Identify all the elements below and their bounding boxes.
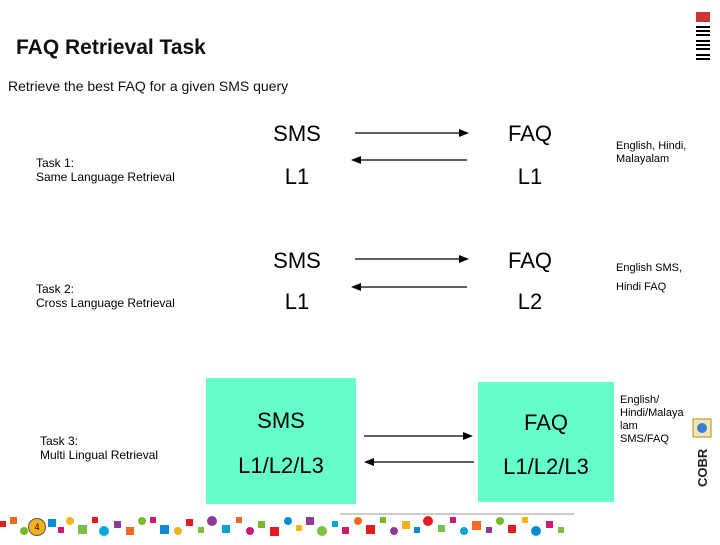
task-1-faq-lang: L1 xyxy=(517,164,543,189)
cobr-logo: COBR xyxy=(694,444,712,488)
task-3-faq-lang: L1/L2/L3 xyxy=(503,454,589,479)
task-3-label: Task 3: Multi Lingual Retrieval xyxy=(40,434,158,462)
task-1-label: Task 1: Same Language Retrieval xyxy=(36,156,175,184)
task-1-title: Same Language Retrieval xyxy=(36,170,175,184)
task-1-arrows xyxy=(351,129,469,164)
ibm-logo xyxy=(694,12,712,64)
task-3-faq-text: FAQ xyxy=(523,410,568,435)
page-number: 4 xyxy=(28,518,46,536)
task-2-note-line1: English SMS, xyxy=(616,262,683,274)
task-3-note-line3: lam xyxy=(620,420,638,432)
task-2-faq-lang: L2 xyxy=(517,289,543,314)
task-3-note: English/ Hindi/Malaya lam SMS/FAQ xyxy=(620,394,684,446)
task-1-languages: English, Hindi, Malayalam xyxy=(616,140,686,166)
task-3-sms-box: SMS L1/L2/L3 xyxy=(206,378,356,504)
task-2-faq-text: FAQ xyxy=(507,248,552,273)
footer-decoration xyxy=(0,513,575,540)
task-3-sms-text: SMS xyxy=(257,408,305,433)
task-3-title: Multi Lingual Retrieval xyxy=(40,448,159,462)
slide-subtitle: Retrieve the best FAQ for a given SMS qu… xyxy=(8,78,289,94)
task-1-number: Task 1: xyxy=(36,156,75,170)
task-3-note-line1: English/ xyxy=(620,394,660,406)
task-2-number: Task 2: xyxy=(36,282,75,296)
task-3-note-line4: SMS/FAQ xyxy=(620,433,669,445)
cobr-emblem-icon xyxy=(692,418,712,438)
task-2-title: Cross Language Retrieval xyxy=(36,296,175,310)
slide-title: FAQ Retrieval Task xyxy=(16,36,206,59)
task-3-faq-box: FAQ L1/L2/L3 xyxy=(478,382,614,502)
task-3-sms-lang: L1/L2/L3 xyxy=(238,453,324,478)
task-1-sms-text: SMS xyxy=(273,121,321,146)
task-2-label: Task 2: Cross Language Retrieval xyxy=(36,282,175,310)
task-2-sms-lang: L1 xyxy=(284,289,310,314)
task-2-note-line2: Hindi FAQ xyxy=(616,281,667,293)
task-1-languages-line2: Malayalam xyxy=(616,153,670,165)
task-3-arrows xyxy=(364,432,474,466)
task-1-sms-lang: L1 xyxy=(284,164,310,189)
task-2-arrows xyxy=(351,255,469,291)
task-3-number: Task 3: xyxy=(40,434,79,448)
task-1-languages-line1: English, Hindi, xyxy=(616,140,687,152)
task-3-note-line2: Hindi/Malaya xyxy=(620,407,684,419)
task-2-sms-text: SMS xyxy=(273,248,321,273)
task-1-faq-text: FAQ xyxy=(507,121,552,146)
svg-text:COBR: COBR xyxy=(695,448,710,487)
